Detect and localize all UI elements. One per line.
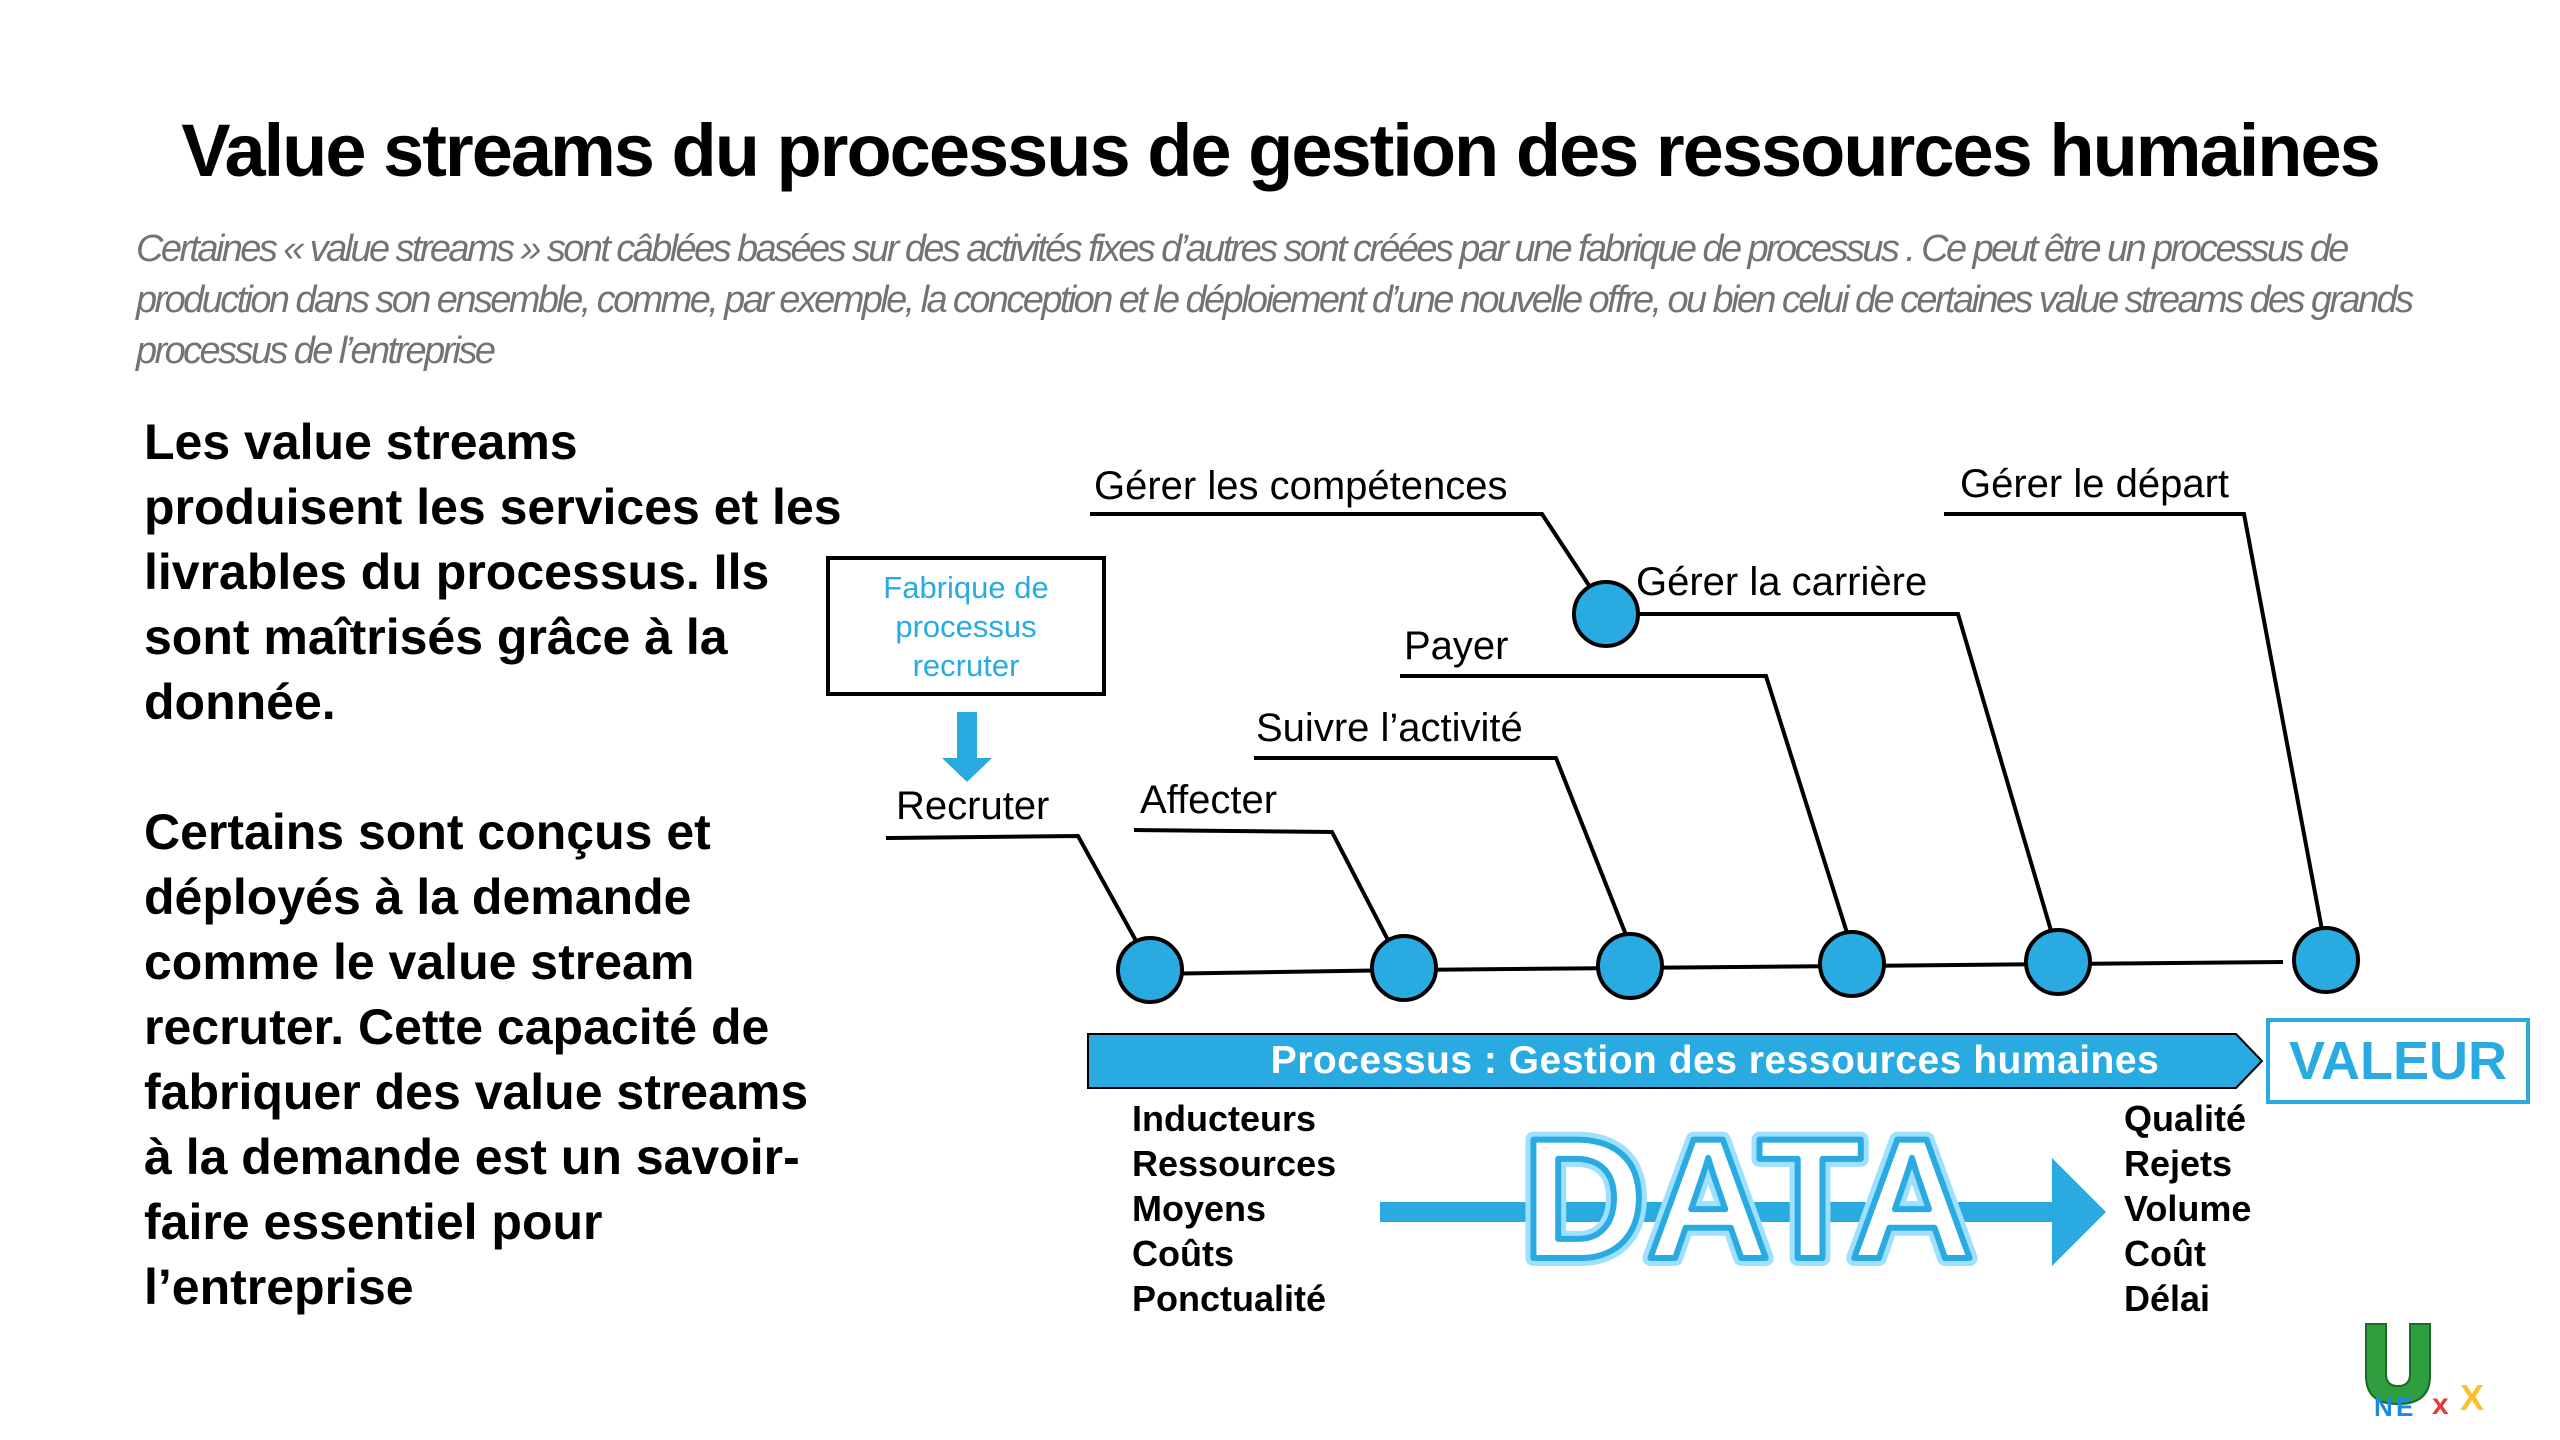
svg-text:E: E [2396, 1392, 2413, 1420]
output-item: Coût [2124, 1233, 2206, 1274]
branch-payer [1400, 674, 1850, 937]
output-item: Qualité [2124, 1098, 2247, 1139]
data-flow-arrow [1380, 1158, 2106, 1266]
label-suivre: Suivre l’activité [1256, 706, 1523, 750]
node-competences [1572, 580, 1640, 648]
branch-competences [1090, 512, 1594, 592]
outputs-list: Qualité Rejets Volume Coût Délai [2124, 1096, 2251, 1321]
branch-suivre [1254, 756, 1630, 941]
input-item: Coûts [1132, 1233, 1234, 1274]
label-recruter: Recruter [896, 784, 1050, 828]
node-carriere [2024, 928, 2092, 996]
node-affecter [1370, 934, 1438, 1002]
output-item: Rejets [2124, 1143, 2233, 1184]
process-arrow [1087, 1033, 2264, 1089]
description-paragraph-1: Les value streams produisent les service… [144, 414, 842, 730]
svg-text:X: X [2460, 1377, 2484, 1418]
branch-carriere [1636, 612, 2054, 935]
input-item: Moyens [1132, 1188, 1267, 1229]
factory-box-label: Fabrique de processus recruter [883, 569, 1049, 683]
output-item: Volume [2124, 1188, 2252, 1229]
left-description: Les value streams produisent les service… [144, 410, 844, 1320]
page-title: Value streams du processus de gestion de… [181, 109, 2381, 192]
factory-box: Fabrique de processus recruter [826, 556, 1106, 696]
svg-text:N: N [2374, 1392, 2393, 1420]
label-depart: Gérer le départ [1960, 462, 2230, 506]
label-carriere: Gérer la carrière [1636, 560, 1928, 604]
description-paragraph-2: Certains sont conçus et déployés à la de… [144, 804, 809, 1315]
input-item: Inducteurs [1132, 1098, 1317, 1139]
node-depart [2292, 926, 2360, 994]
svg-text:x: x [2432, 1388, 2449, 1420]
inputs-list: Inducteurs Ressources Moyens Coûts Ponct… [1132, 1096, 1336, 1321]
data-word-outline: DATA [1522, 1103, 1974, 1295]
unexx-logo: N E x X [2365, 1323, 2484, 1420]
label-competences: Gérer les compétences [1094, 464, 1508, 508]
output-item: Délai [2124, 1278, 2211, 1319]
node-suivre [1596, 932, 1664, 1000]
valeur-box: VALEUR [2266, 1018, 2530, 1104]
branch-recruter [885, 833, 1142, 949]
factory-down-arrow [942, 712, 992, 782]
timeline-line [1149, 960, 2284, 976]
process-label: Processus : Gestion des ressources humai… [1270, 1039, 2160, 1082]
branch-depart [1944, 512, 2324, 931]
data-word: DATA [1522, 1103, 1974, 1295]
branch-affecter [1133, 828, 1392, 945]
input-item: Ponctualité [1132, 1278, 1327, 1319]
input-item: Ressources [1132, 1143, 1337, 1184]
node-recruter [1116, 936, 1184, 1004]
label-affecter: Affecter [1140, 778, 1278, 822]
label-payer: Payer [1404, 624, 1509, 668]
page-subtitle: Certaines « value streams » sont câblées… [136, 228, 2414, 372]
node-payer [1818, 930, 1886, 998]
